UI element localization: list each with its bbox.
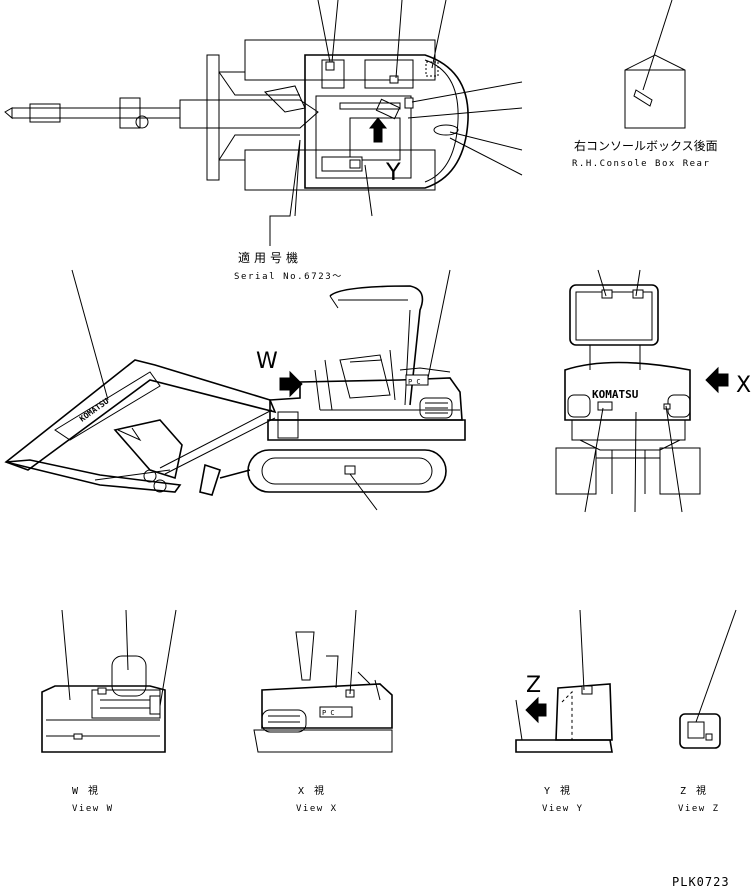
rear-track-right — [659, 447, 701, 495]
rear-counterweight — [564, 361, 691, 421]
x-arrow — [705, 366, 729, 394]
console-title-en: R.H.Console Box Rear — [572, 159, 710, 169]
top-upper-structure — [304, 54, 469, 189]
side-decal — [405, 374, 429, 386]
view-y-floor — [515, 739, 613, 753]
console-decal — [633, 89, 653, 107]
side-frame — [267, 419, 466, 441]
rear-logo: KOMATSU — [592, 388, 639, 401]
serial-label-jp: 適用号機 — [238, 250, 302, 265]
y-arrow-label: Y — [385, 158, 401, 186]
side-blade — [199, 463, 251, 496]
view-z-decal — [687, 721, 705, 739]
view-w-label-jp: W 視 — [72, 784, 98, 797]
view-x-label-jp: X 視 — [298, 784, 324, 797]
top-boom — [179, 99, 319, 129]
top-cab-floor — [315, 95, 412, 179]
view-z: Z 視 View Z — [678, 609, 737, 814]
view-y-console — [555, 683, 613, 741]
view-x-label-en: View X — [296, 804, 338, 814]
view-y-label-jp: Y 視 — [544, 784, 570, 797]
side-crawler-decal — [344, 465, 356, 475]
serial-label-en: Serial No.6723～ — [234, 272, 343, 282]
rear-track-left — [555, 447, 597, 495]
console-title-jp: 右コンソールボックス後面 — [574, 138, 718, 153]
part-code: PLK0723 — [672, 875, 730, 889]
side-decal-text: P C — [408, 378, 421, 386]
w-arrow-label: W — [256, 349, 278, 374]
top-crawler-lower — [244, 149, 436, 191]
view-z-label-en: View Z — [678, 804, 720, 814]
rear-view: KOMATSU X — [555, 269, 751, 513]
view-y: Z Y 視 View Y — [515, 609, 613, 814]
side-view: KOMATSU P C W — [4, 269, 466, 511]
side-arm — [5, 459, 182, 493]
top-view: Y 適用号機 Serial No.6723～ — [4, 0, 523, 282]
side-boom — [4, 359, 277, 471]
view-w: W 視 View W — [41, 609, 177, 814]
y-arrow — [368, 117, 388, 143]
view-z-label-jp: Z 視 — [680, 784, 706, 797]
console-box-rear: 右コンソールボックス後面 R.H.Console Box Rear — [572, 0, 718, 169]
view-x-body — [261, 683, 393, 729]
rear-canopy — [569, 284, 659, 346]
view-x: P C X 視 View X — [253, 609, 393, 814]
top-blade — [206, 54, 220, 181]
side-bucket — [113, 419, 183, 480]
view-y-label-en: View Y — [542, 804, 584, 814]
console-box-shape — [624, 54, 686, 129]
side-canopy — [329, 285, 424, 406]
view-x-decal — [319, 706, 353, 718]
view-w-label-en: View W — [72, 804, 114, 814]
z-arrow — [525, 696, 547, 724]
top-crawler-upper — [244, 39, 436, 81]
view-x-decal-text: P C — [322, 709, 335, 717]
z-arrow-label: Z — [526, 673, 541, 698]
w-arrow — [279, 370, 303, 398]
x-arrow-label: X — [736, 373, 751, 398]
view-z-panel — [679, 713, 721, 749]
view-w-body — [41, 685, 166, 753]
top-arm — [11, 107, 181, 119]
